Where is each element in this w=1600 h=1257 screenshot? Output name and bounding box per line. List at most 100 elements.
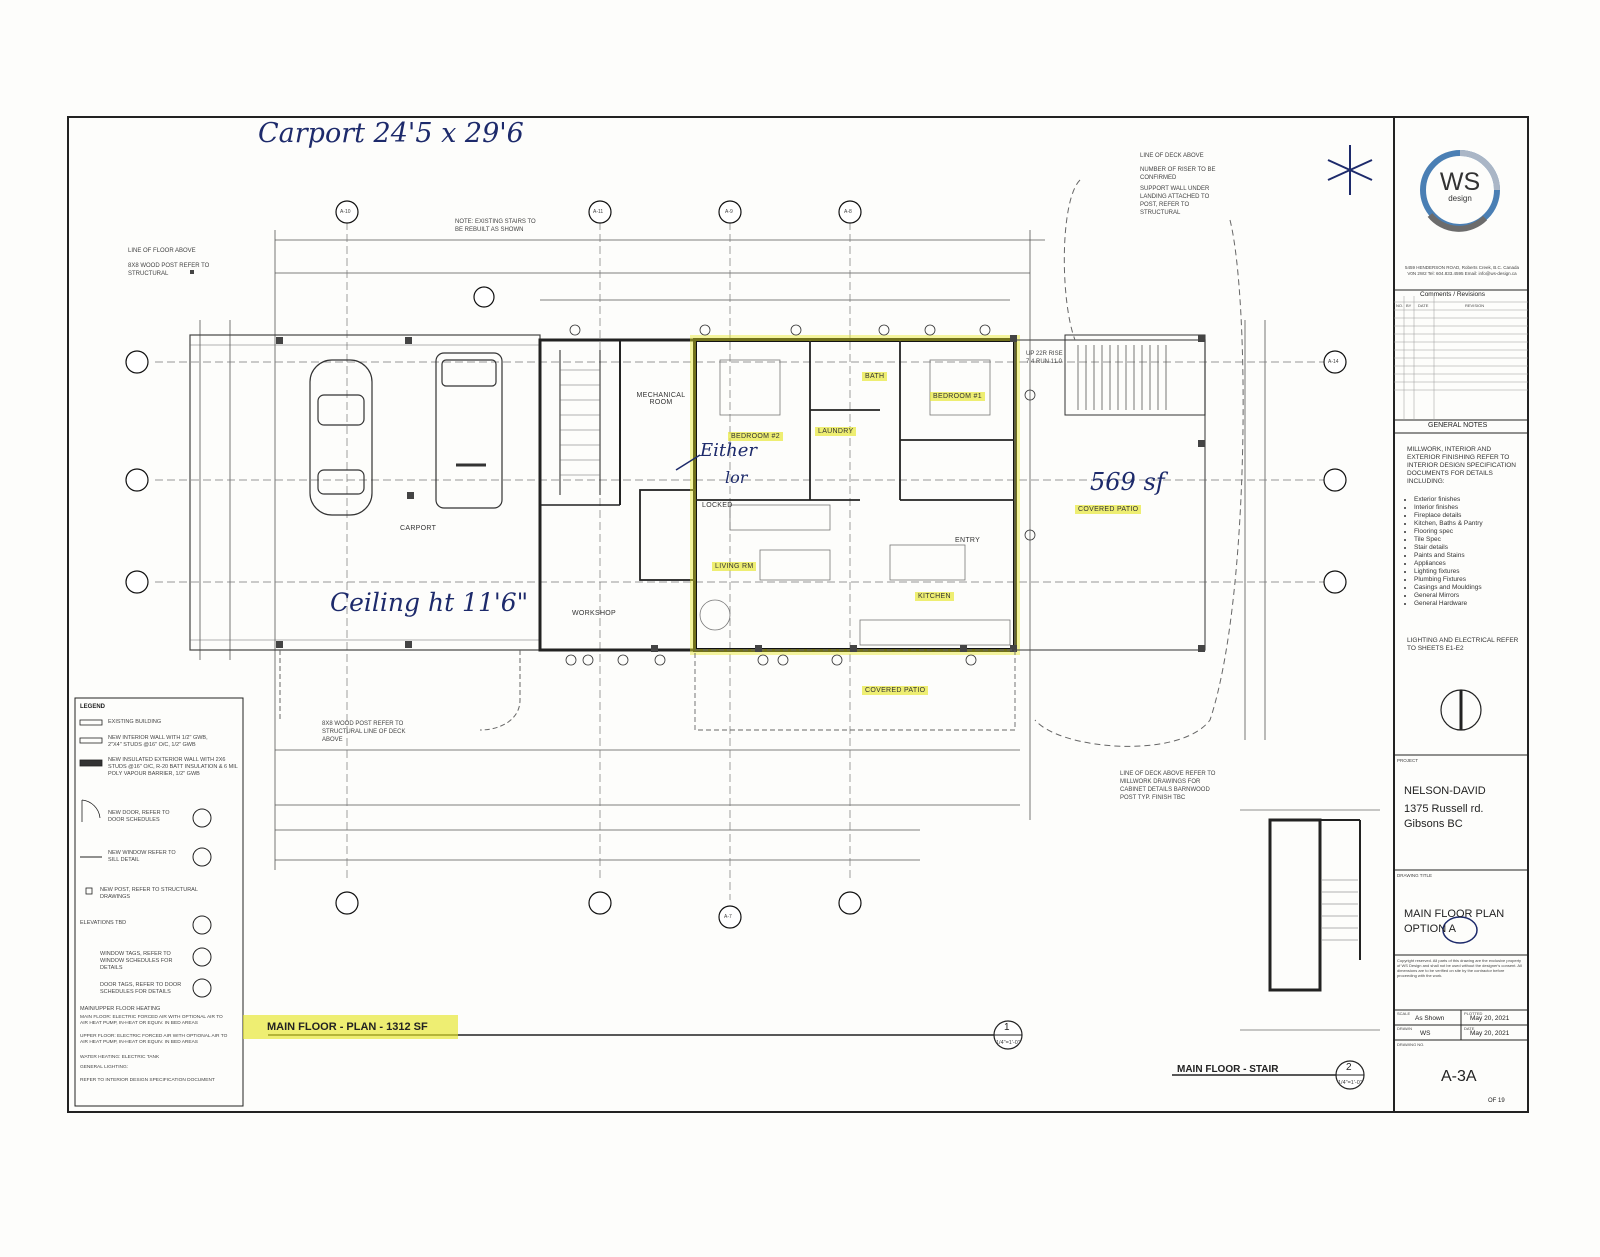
- revisions-title: Comments / Revisions: [1420, 291, 1486, 298]
- general-notes-item: Plumbing Fixtures: [1414, 576, 1520, 584]
- legend-item: NEW INSULATED EXTERIOR WALL WITH 2X6 STU…: [108, 757, 238, 777]
- room-label-carport: CARPORT: [400, 525, 437, 532]
- legend-item: EXISTING BUILDING: [108, 719, 162, 725]
- room-label-covered-patio-east: COVERED PATIO: [1075, 505, 1142, 514]
- ceiling-height-annotation: Ceiling ht 11'6": [330, 588, 529, 617]
- note-line-of-floor-above: LINE OF FLOOR ABOVE: [128, 248, 196, 254]
- date-value: May 20, 2021: [1470, 1030, 1510, 1037]
- legend-item: GENERAL LIGHTING:: [80, 1065, 129, 1070]
- project-label: PROJECT: [1397, 758, 1419, 763]
- lighting-note: LIGHTING AND ELECTRICAL REFER TO SHEETS …: [1407, 637, 1519, 652]
- room-label-bedroom-1: BEDROOM #1: [930, 392, 985, 401]
- general-notes-item: Tile Spec: [1414, 536, 1520, 544]
- project-name: NELSON-DAVID: [1404, 785, 1486, 797]
- revisions-header: DATE: [1418, 303, 1429, 308]
- stair-plan-number: 2: [1346, 1062, 1352, 1073]
- legend-item: NEW POST, REFER TO STRUCTURAL DRAWINGS: [100, 887, 198, 900]
- drawing-title-line-2: OPTION A: [1404, 923, 1456, 935]
- project-address-2: Gibsons BC: [1404, 818, 1463, 830]
- legend-item: NEW WINDOW REFER TO SILL DETAIL: [108, 850, 176, 863]
- carport-annotation: Carport 24'5 x 29'6: [258, 118, 524, 149]
- grid-tag: A-10: [340, 209, 351, 215]
- note-up-stairs: UP 22R RISE 7.4 RUN 11.0: [1026, 351, 1063, 365]
- general-notes-item: General Mirrors: [1414, 592, 1520, 600]
- date-label: DATE: [1464, 1026, 1475, 1031]
- general-notes-item: Flooring spec: [1414, 528, 1520, 536]
- scale-label: SCALE: [1397, 1011, 1411, 1016]
- general-notes-item: Kitchen, Baths & Pantry: [1414, 520, 1520, 528]
- main-plan-scale: 1/4"=1'-0": [996, 1040, 1020, 1046]
- room-label-laundry: LAUNDRY: [815, 427, 857, 436]
- legend-item: WINDOW TAGS, REFER TO WINDOW SCHEDULES F…: [100, 951, 173, 971]
- grid-tag: A-14: [1328, 359, 1339, 365]
- note-millwork: LINE OF DECK ABOVE REFER TO MILLWORK DRA…: [1120, 771, 1216, 801]
- room-label-entry: ENTRY: [955, 537, 981, 544]
- note-support-wall: SUPPORT WALL UNDER LANDING ATTACHED TO P…: [1140, 186, 1210, 216]
- general-notes-item: Lighting fixtures: [1414, 568, 1520, 576]
- general-notes-item: Paints and Stains: [1414, 552, 1520, 560]
- general-notes-list: Exterior finishesInterior finishesFirepl…: [1400, 496, 1520, 608]
- firm-logo-text: WS: [1439, 168, 1481, 196]
- general-notes-item: Stair details: [1414, 544, 1520, 552]
- general-notes-item: Exterior finishes: [1414, 496, 1520, 504]
- either-annotation: Either: [700, 440, 757, 461]
- room-label-covered-patio-south: COVERED PATIO: [862, 686, 929, 695]
- drawn-label: DRAWN: [1397, 1026, 1412, 1031]
- room-label-bedroom-2: BEDROOM #2: [728, 432, 783, 441]
- general-notes-item: General Hardware: [1414, 600, 1520, 608]
- legend-item: NEW DOOR, REFER TO DOOR SCHEDULES: [108, 810, 170, 823]
- main-plan-title: MAIN FLOOR - PLAN - 1312 SF: [243, 1015, 458, 1039]
- firm-address: 5459 HENDERSON ROAD, Roberts Creek, B.C.…: [1404, 265, 1520, 276]
- legend-item: ELEVATIONS TBD: [80, 920, 127, 926]
- project-address-1: 1375 Russell rd.: [1404, 803, 1484, 815]
- revisions-header: NO.: [1396, 303, 1404, 308]
- revisions-header: REVISION: [1465, 303, 1485, 308]
- stair-plan-title: MAIN FLOOR - STAIR: [1177, 1064, 1279, 1075]
- note-risers: NUMBER OF RISER TO BE CONFIRMED: [1140, 167, 1216, 181]
- drawing-title-line-1: MAIN FLOOR PLAN: [1404, 908, 1505, 920]
- scale-value: As Shown: [1415, 1015, 1445, 1022]
- patio-area-annotation: 569 sf: [1090, 468, 1165, 496]
- legend-item: MAIN FLOOR: ELECTRIC FORCED AIR WITH OPT…: [80, 1015, 223, 1026]
- room-label-workshop: WORKSHOP: [572, 610, 617, 617]
- sheet-count: OF 19: [1488, 1098, 1505, 1104]
- note-south-post: 8X8 WOOD POST REFER TO STRUCTURAL LINE O…: [322, 721, 406, 743]
- drawing-title-label: DRAWING TITLE: [1397, 873, 1433, 878]
- legend-item: MAIN/UPPER FLOOR HEATING: [80, 1006, 161, 1012]
- firm-logo: WS design: [1437, 168, 1483, 203]
- or-annotation: lor: [725, 468, 748, 487]
- legend-title: LEGEND: [80, 704, 106, 710]
- legend-item: NEW INTERIOR WALL WITH 1/2" GWB, 2"X4" S…: [108, 735, 208, 748]
- grid-tag: A-7: [724, 914, 732, 920]
- room-label-bath: BATH: [862, 372, 888, 381]
- general-notes-title: GENERAL NOTES: [1428, 422, 1488, 429]
- drawing-no-label: DRAWING NO.: [1397, 1042, 1425, 1047]
- general-notes-items: Exterior finishesInterior finishesFirepl…: [1400, 496, 1520, 608]
- copyright-note: Copyright reserved. All parts of this dr…: [1397, 958, 1522, 978]
- grid-tag: A-8: [844, 209, 852, 215]
- plotted-value: May 20, 2021: [1470, 1015, 1510, 1022]
- general-notes-item: Appliances: [1414, 560, 1520, 568]
- room-label-locked: LOCKED: [702, 502, 733, 509]
- room-label-mechanical: MECHANICAL ROOM: [636, 392, 686, 406]
- note-post: 8X8 WOOD POST REFER TO STRUCTURAL: [128, 263, 210, 277]
- general-notes-item: Interior finishes: [1414, 504, 1520, 512]
- general-notes-intro: MILLWORK, INTERIOR AND EXTERIOR FINISHIN…: [1407, 446, 1516, 485]
- general-notes-item: Fireplace details: [1414, 512, 1520, 520]
- legend-item: UPPER FLOOR: ELECTRIC FORCED AIR WITH OP…: [80, 1034, 228, 1045]
- general-notes-item: Casings and Mouldings: [1414, 584, 1520, 592]
- drawn-value: WS: [1420, 1030, 1431, 1037]
- legend-item: REFER TO INTERIOR DESIGN SPECIFICATION D…: [80, 1078, 215, 1083]
- plotted-label: PLOTTED: [1464, 1011, 1483, 1016]
- room-label-living: LIVING RM: [712, 562, 757, 571]
- grid-tag: A-11: [593, 209, 604, 215]
- firm-logo-sub: design: [1448, 194, 1472, 203]
- note-deck-above: LINE OF DECK ABOVE: [1140, 153, 1204, 159]
- grid-tag: A-9: [725, 209, 733, 215]
- drawing-number: A-3A: [1441, 1068, 1477, 1085]
- legend-item: DOOR TAGS, REFER TO DOOR SCHEDULES FOR D…: [100, 982, 182, 995]
- note-existing-stairs: NOTE: EXISTING STAIRS TO BE REBUILT AS S…: [455, 219, 536, 233]
- main-plan-number: 1: [1004, 1022, 1010, 1033]
- room-label-kitchen: KITCHEN: [915, 592, 954, 601]
